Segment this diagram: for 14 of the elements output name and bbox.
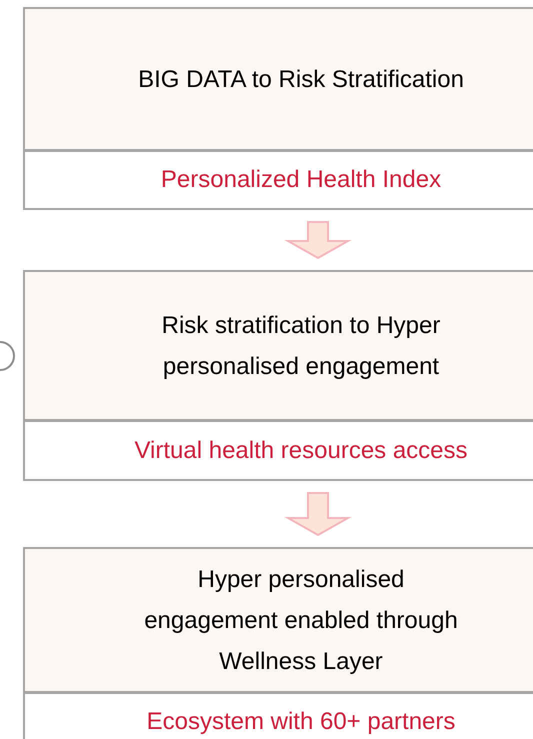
outcome-text: Ecosystem with 60+ partners — [146, 707, 456, 737]
outcome-box — [23, 150, 533, 210]
outcome-box — [23, 692, 533, 739]
stage-box — [23, 7, 533, 151]
outcome-text: Virtual health resources access — [134, 436, 468, 466]
stage-title: BIG DATA to Risk Stratification — [138, 64, 464, 94]
stage-box — [23, 547, 533, 693]
outcome-text: Personalized Health Index — [160, 165, 442, 195]
outcome-box — [23, 420, 533, 481]
stage-box — [23, 270, 533, 421]
block-arrow — [284, 221, 352, 260]
stage-title: Hyper personalised engagement enabled through Wellness Layer — [143, 564, 459, 676]
block-arrow — [284, 492, 352, 536]
stage-title: Risk stratification to Hyper personalised engagement — [160, 310, 442, 382]
